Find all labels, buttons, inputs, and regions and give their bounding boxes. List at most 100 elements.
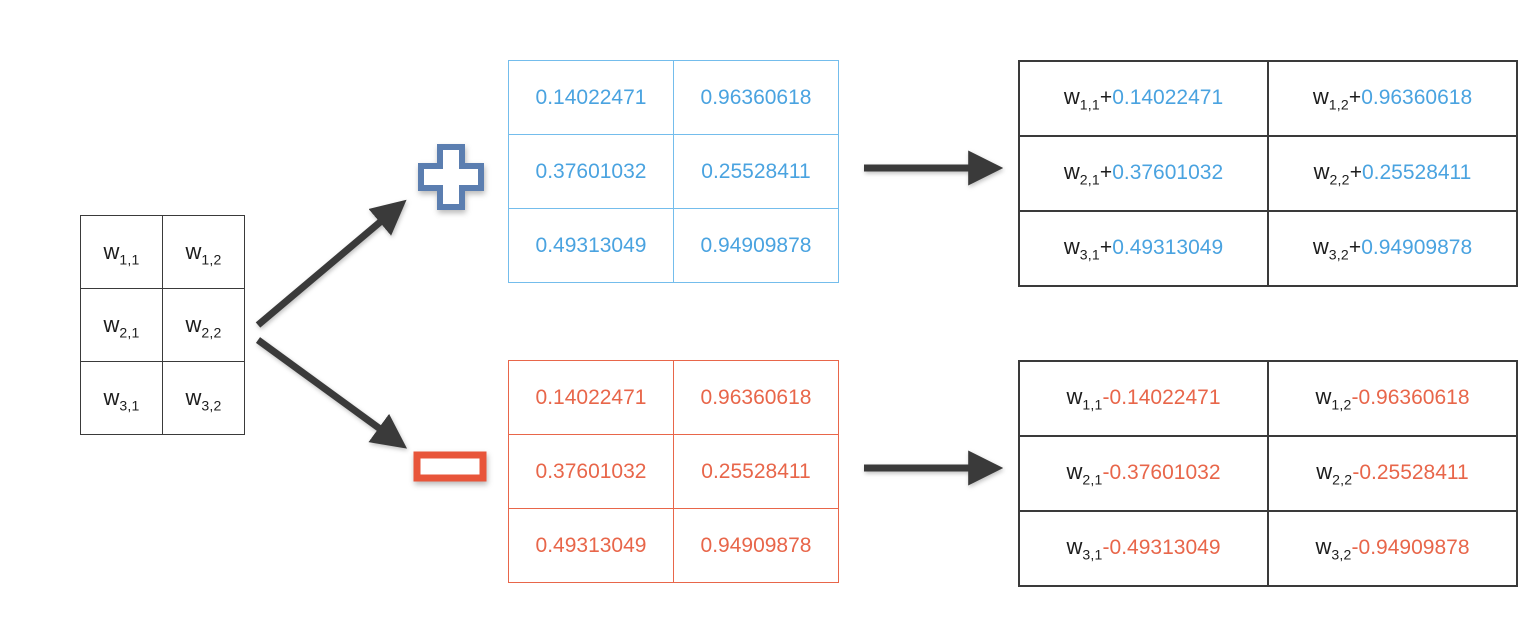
matrix-cell-1-2: 0.96360618 [673, 60, 839, 135]
weight-subscript: 2,1 [1082, 471, 1103, 488]
noise-value: 0.37601032 [1112, 160, 1224, 184]
weight-symbol: w1,1 [103, 238, 140, 268]
arrow-to-plus-result [864, 150, 1004, 186]
matrix-cell-2-2: 0.25528411 [673, 434, 839, 509]
noise-value: 0.94909878 [700, 533, 812, 557]
matrix-cell-2-1: w2,1+0.37601032 [1018, 135, 1269, 212]
matrix-cell-2-1: w2,1 [80, 288, 163, 362]
operator-sign: + [1348, 85, 1362, 109]
matrix-cell-1-2: 0.96360618 [673, 360, 839, 435]
operator-sign: + [1099, 160, 1113, 184]
matrix-row: 0.14022471 0.96360618 [508, 360, 839, 435]
weight-subscript: 1,1 [1079, 96, 1100, 113]
operator-sign: + [1099, 85, 1113, 109]
noise-value: 0.49313049 [1109, 535, 1221, 559]
matrix-row: w1,1 w1,2 [80, 215, 245, 289]
matrix-cell-2-1: 0.37601032 [508, 434, 674, 509]
weight-symbol: w1,2 [1312, 83, 1349, 113]
matrix-cell-2-2: w2,2 [162, 288, 245, 362]
weight-matrix: w1,1 w1,2 w2,1 w2,2 w3,1 w3,2 [80, 215, 245, 435]
matrix-row: w3,1 w3,2 [80, 361, 245, 435]
noise-value: 0.94909878 [1358, 535, 1470, 559]
matrix-cell-3-1: w3,1 [80, 361, 163, 435]
branch-arrows [255, 199, 408, 449]
matrix-row: w2,1+0.37601032 w2,2+0.25528411 [1018, 135, 1518, 212]
noise-value: 0.96360618 [700, 85, 812, 109]
weight-symbol: w3,1 [1063, 233, 1100, 263]
weight-symbol: w2,2 [1313, 158, 1350, 188]
weight-symbol: w3,2 [185, 384, 222, 414]
matrix-cell-3-2: w3,2-0.94909878 [1267, 510, 1518, 587]
noise-value: 0.49313049 [1112, 235, 1224, 259]
plus-icon-glyph [418, 144, 484, 210]
noise-value: 0.94909878 [1361, 235, 1473, 259]
noise-value: 0.37601032 [535, 459, 647, 483]
weight-symbol: w1,2 [185, 238, 222, 268]
weight-subscript: 3,2 [1328, 246, 1349, 263]
weight-subscript: 3,1 [119, 397, 140, 414]
noise-value: 0.49313049 [535, 233, 647, 257]
weight-subscript: 3,2 [1331, 546, 1352, 563]
expression: w3,1+0.49313049 [1063, 233, 1224, 263]
weight-subscript: 1,2 [201, 251, 222, 268]
noise-value: 0.14022471 [535, 385, 647, 409]
matrix-row: 0.37601032 0.25528411 [508, 434, 839, 509]
noise-value: 0.14022471 [1109, 385, 1221, 409]
operator-sign: + [1348, 235, 1362, 259]
noise-value: 0.96360618 [700, 385, 812, 409]
arrow-to-minus-result [864, 450, 1004, 486]
random-noise-matrix-minus: 0.14022471 0.96360618 0.37601032 0.25528411… [508, 360, 839, 583]
minus-icon-glyph [413, 451, 487, 482]
weight-symbol: w1,1 [1066, 383, 1103, 413]
noise-value: 0.25528411 [701, 459, 811, 483]
random-noise-matrix-minus-body: 0.14022471 0.96360618 0.37601032 0.25528411… [508, 360, 839, 583]
weight-symbol: w2,1 [1066, 458, 1103, 488]
expression: w2,2+0.25528411 [1313, 158, 1472, 188]
expression: w2,1+0.37601032 [1064, 160, 1224, 188]
matrix-cell-3-2: 0.94909878 [673, 208, 839, 283]
branch-arrow-up [255, 199, 407, 328]
noise-value: 0.94909878 [700, 233, 812, 257]
weight-subscript: 2,2 [201, 324, 222, 341]
matrix-cell-2-2: w2,2+0.25528411 [1267, 135, 1518, 212]
matrix-cell-3-2: 0.94909878 [673, 508, 839, 583]
weight-symbol: w3,2 [1312, 233, 1349, 263]
weight-subscript: 3,1 [1082, 546, 1103, 563]
weight-subscript: 2,1 [1079, 171, 1100, 188]
weight-symbol: w2,1 [103, 311, 140, 341]
expression: w1,1-0.14022471 [1066, 383, 1221, 413]
operator-sign: - [1102, 535, 1110, 559]
matrix-row: w2,1 w2,2 [80, 288, 245, 362]
operator-sign: - [1352, 460, 1360, 484]
branch-arrow-down [255, 337, 408, 449]
weight-subscript: 1,2 [1328, 96, 1349, 113]
operator-sign: - [1351, 535, 1359, 559]
expression: w3,2+0.94909878 [1312, 233, 1473, 263]
expression: w2,1-0.37601032 [1066, 458, 1220, 488]
matrix-cell-3-2: w3,2 [162, 361, 245, 435]
operator-sign: - [1102, 460, 1110, 484]
matrix-cell-1-1: w1,1+0.14022471 [1018, 60, 1269, 137]
noise-value: 0.14022471 [1112, 85, 1224, 109]
matrix-cell-3-1: w3,1-0.49313049 [1018, 510, 1269, 587]
operator-sign: + [1349, 160, 1362, 184]
expression: w1,1+0.14022471 [1064, 85, 1224, 113]
expression: w3,2-0.94909878 [1315, 535, 1470, 563]
matrix-cell-2-2: 0.25528411 [673, 134, 839, 209]
weight-subscript: 2,1 [119, 324, 140, 341]
weight-subscript: 2,2 [1329, 171, 1350, 188]
noise-value: 0.96360618 [1358, 385, 1470, 409]
weight-symbol: w3,1 [103, 384, 140, 414]
